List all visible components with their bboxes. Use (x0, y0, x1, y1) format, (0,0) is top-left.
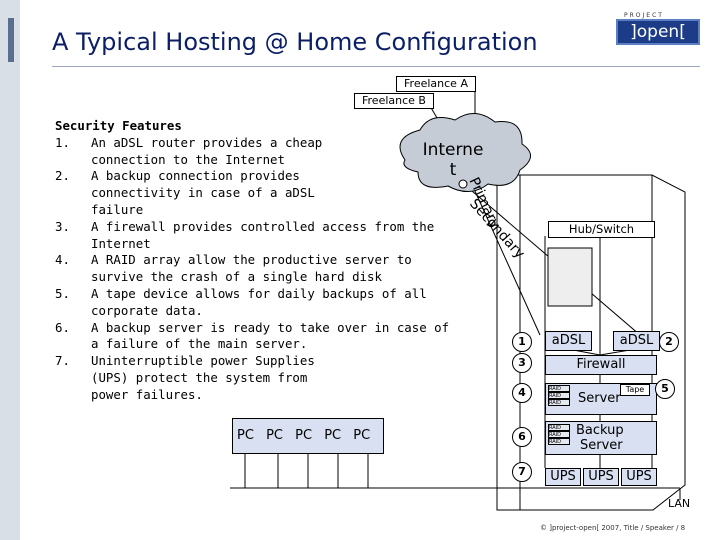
pc-label: PC (266, 428, 283, 443)
feature-text: Uninterruptible power Supplies (UPS) pro… (91, 353, 315, 402)
feature-text: A RAID array allow the productive server… (91, 252, 412, 285)
pc-label: PC (295, 428, 313, 443)
feature-num: 4. (55, 252, 70, 268)
feature-text: A backup connection provides connectivit… (91, 168, 315, 217)
step-circle-5: 5 (655, 379, 675, 399)
step-circle-7: 7 (512, 462, 532, 482)
raid-disk: RAID (548, 392, 570, 399)
feature-text: A tape device allows for daily backups o… (91, 285, 427, 318)
left-decor-accent (8, 18, 14, 62)
adsl-router-1: aDSL (545, 331, 592, 351)
freelance-a-box: Freelance A (396, 76, 476, 92)
feature-num: 3. (55, 218, 70, 234)
feature-item: 1. An aDSL router provides a cheap connec… (55, 135, 355, 169)
title-divider (52, 66, 700, 67)
feature-item: 2. A backup connection provides connectiv… (55, 168, 335, 218)
security-features-header: Security Features (55, 118, 182, 133)
raid-array-server: RAID RAID RAID (548, 385, 570, 409)
raid-disk: RAID (548, 424, 570, 431)
internet-label-line1: Interne (422, 140, 484, 160)
freelance-b-box: Freelance B (354, 93, 434, 109)
firewall-box: Firewall (545, 355, 657, 375)
feature-num: 5. (55, 285, 70, 301)
server-label: Server (578, 391, 621, 406)
pc-label: PC (324, 428, 342, 443)
adsl-router-2: aDSL (613, 331, 660, 351)
raid-disk: RAID (548, 385, 570, 392)
ups-box: UPS (621, 468, 657, 486)
step-circle-1: 1 (512, 332, 532, 352)
logo-small-text: PROJECT (624, 12, 664, 19)
feature-item: 4. A RAID array allow the productive serv… (55, 252, 465, 286)
security-features: Security Features 1. An aDSL router provi… (55, 118, 485, 404)
left-decor-bar (0, 0, 20, 540)
step-circle-3: 3 (512, 353, 532, 373)
step-circle-2: 2 (659, 332, 679, 352)
feature-text: An aDSL router provides a cheap connecti… (91, 134, 323, 167)
feature-num: 6. (55, 319, 70, 335)
feature-item: 3. A firewall provides controlled access … (55, 219, 485, 253)
logo-main-text: ]open[ (616, 19, 700, 45)
raid-disk: RAID (548, 399, 570, 406)
project-open-logo: PROJECT ]open[ (610, 12, 702, 45)
slide-title: A Typical Hosting @ Home Configuration (52, 28, 538, 56)
feature-text: A firewall provides controlled access fr… (91, 218, 435, 251)
raid-disk: RAID (548, 438, 570, 445)
ups-box: UPS (583, 468, 619, 486)
internet-cloud (399, 113, 531, 192)
pc-label: PC (353, 428, 371, 443)
internet-label-line2: t (449, 160, 457, 180)
footer-text: © ]project-open[ 2007, Title / Speaker /… (540, 524, 686, 532)
ups-box: UPS (545, 468, 581, 486)
backup-server-line2: Server (580, 438, 623, 453)
step-circle-4: 4 (512, 383, 532, 403)
pc-label: PC (237, 428, 254, 443)
backup-server-line1: Backup (576, 423, 624, 438)
feature-num: 2. (55, 168, 70, 184)
raid-disk: RAID (548, 431, 570, 438)
feature-text: A backup server is ready to take over in… (91, 319, 450, 352)
pc-group: PC PC PC PC PC (232, 418, 384, 454)
raid-array-backup: RAID RAID RAID (548, 424, 570, 448)
feature-num: 1. (55, 134, 70, 150)
feature-num: 7. (55, 353, 70, 369)
feature-item: 7. Uninterruptible power Supplies (UPS) p… (55, 353, 325, 403)
hub-switch-box: Hub/Switch (548, 221, 655, 238)
feature-item: 6. A backup server is ready to take over … (55, 320, 455, 354)
tape-box: Tape (620, 384, 650, 396)
lan-label: LAN (668, 497, 691, 510)
feature-item: 5. A tape device allows for daily backups… (55, 286, 475, 320)
step-circle-6: 6 (512, 427, 532, 447)
internet-label: Interne t (418, 140, 488, 180)
